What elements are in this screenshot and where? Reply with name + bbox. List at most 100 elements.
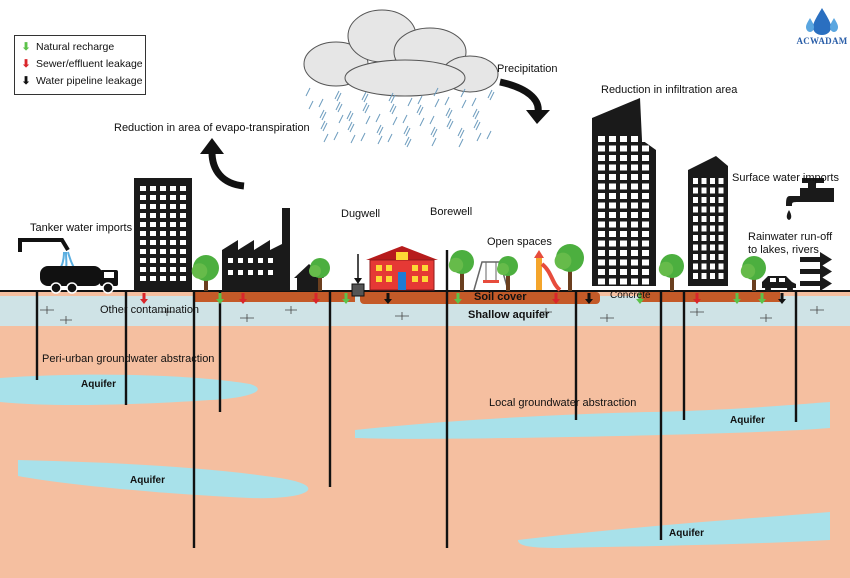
- natural-flow-arrow-icon: [733, 293, 741, 304]
- window: [642, 174, 649, 180]
- window: [710, 244, 715, 251]
- window: [180, 276, 186, 281]
- window: [693, 225, 698, 232]
- rain-drop: [347, 121, 353, 131]
- window: [620, 202, 627, 209]
- rain-drop: [346, 110, 352, 120]
- label-periurban-abstraction: Peri-urban groundwater abstraction: [42, 353, 215, 365]
- rain-drop: [404, 136, 410, 146]
- window: [642, 193, 649, 199]
- window: [631, 136, 638, 142]
- window: [718, 244, 724, 251]
- water-leakage-arrow-icon: ⬇: [21, 75, 31, 87]
- window: [170, 276, 176, 281]
- window: [718, 197, 724, 203]
- window: [140, 213, 146, 218]
- window: [160, 213, 166, 218]
- window: [140, 258, 146, 263]
- window: [631, 202, 638, 209]
- water-flow-arrow-icon: [384, 293, 392, 304]
- label-runoff-line2: to lakes, rivers: [748, 244, 819, 256]
- window: [718, 216, 724, 222]
- label-precipitation: Precipitation: [497, 63, 558, 75]
- label-concrete: Concrete: [610, 290, 651, 301]
- window: [631, 240, 638, 247]
- window: [150, 276, 156, 281]
- window: [710, 273, 715, 279]
- window: [170, 258, 176, 263]
- window: [710, 206, 715, 213]
- window: [598, 193, 605, 199]
- window: [701, 197, 707, 203]
- window: [140, 231, 146, 236]
- window: [701, 178, 707, 184]
- label-aquifer-2: Aquifer: [130, 475, 165, 486]
- rain-drop: [447, 109, 453, 119]
- window: [609, 164, 616, 171]
- label-soil-cover: Soil cover: [474, 291, 527, 303]
- dugwell-icon: [351, 254, 365, 297]
- window: [150, 195, 156, 200]
- rain-drop: [387, 133, 393, 143]
- rain-drop: [375, 113, 381, 123]
- window: [140, 222, 146, 227]
- rain-drop: [406, 138, 412, 148]
- window: [598, 136, 605, 142]
- window: [170, 249, 176, 254]
- window: [693, 197, 698, 203]
- window: [642, 259, 649, 266]
- window: [701, 187, 707, 194]
- window: [170, 267, 176, 272]
- flow-arrows: [140, 293, 786, 304]
- window: [180, 231, 186, 236]
- window: [693, 273, 698, 279]
- rain-drop: [429, 115, 435, 125]
- rain-drop: [461, 99, 467, 109]
- window: [620, 221, 627, 228]
- tanker-truck-icon: [18, 238, 118, 294]
- window: [180, 195, 186, 200]
- window: [160, 240, 166, 245]
- tree-icon: [309, 258, 330, 291]
- window: [701, 216, 707, 222]
- window: [160, 276, 166, 281]
- window: [609, 136, 616, 142]
- rain-drop: [431, 137, 437, 147]
- rain-drop: [405, 127, 411, 137]
- aquifer-lens-2: [18, 460, 309, 499]
- rain-drop: [363, 93, 369, 103]
- window: [642, 136, 649, 142]
- window: [180, 258, 186, 263]
- label-tanker-imports: Tanker water imports: [30, 222, 133, 234]
- window: [693, 263, 698, 270]
- acwadam-logo: ACWADAM: [796, 6, 848, 50]
- window: [180, 249, 186, 254]
- window: [710, 187, 715, 194]
- window: [693, 178, 698, 184]
- window: [620, 278, 627, 285]
- rain-drop: [417, 95, 423, 105]
- legend-label-natural: Natural recharge: [36, 41, 115, 53]
- rain-drop: [349, 123, 355, 133]
- evapotranspiration-arrow-icon: [200, 138, 245, 190]
- window: [160, 258, 166, 263]
- label-surface-water-imports: Surface water imports: [732, 172, 839, 184]
- rain-drop: [446, 118, 452, 128]
- window: [598, 259, 605, 266]
- window: [150, 231, 156, 236]
- cloud-icon: [303, 9, 499, 97]
- window: [140, 240, 146, 245]
- rain-drop: [489, 91, 495, 101]
- rain-drop: [318, 98, 324, 108]
- tree-icon: [448, 250, 474, 291]
- car-icon: [762, 276, 796, 292]
- window: [701, 235, 707, 241]
- window: [710, 225, 715, 232]
- window: [620, 259, 627, 266]
- window: [642, 278, 649, 285]
- window: [609, 278, 616, 285]
- rain-drop: [457, 127, 463, 137]
- rain-drop: [361, 91, 367, 101]
- window: [150, 240, 156, 245]
